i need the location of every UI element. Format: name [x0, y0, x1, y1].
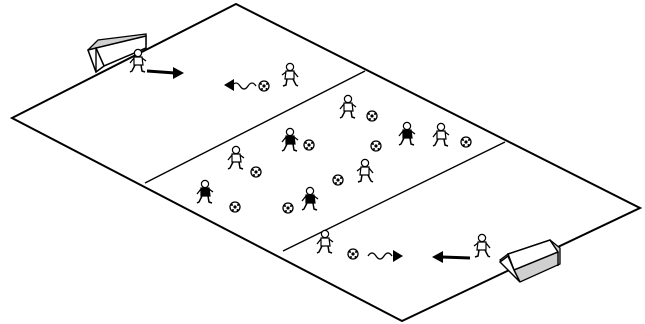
ball-icon — [250, 166, 262, 178]
ball-icon — [303, 139, 315, 151]
zone-divider-bottom — [282, 141, 506, 252]
ball-icon — [332, 174, 344, 186]
ball-icon — [370, 140, 382, 152]
player-icon — [281, 127, 299, 152]
ball-icon — [460, 136, 472, 148]
ball-icon — [282, 202, 294, 214]
player-icon — [356, 158, 374, 183]
goal-icon — [87, 33, 147, 74]
goal-icon — [498, 239, 561, 283]
dribble-path-icon — [367, 250, 403, 262]
player-icon — [281, 62, 299, 87]
players-layer — [129, 48, 491, 258]
player-icon — [129, 48, 147, 73]
player-icon — [339, 94, 357, 119]
pass-arrow-icon — [432, 251, 471, 263]
player-icon — [316, 229, 334, 254]
ball-icon — [366, 110, 378, 122]
player-icon — [432, 122, 450, 147]
balls-layer — [229, 80, 472, 260]
player-icon — [227, 145, 245, 170]
player-icon — [473, 233, 491, 258]
dribble-path-icon — [224, 79, 257, 91]
zone-divider-top — [144, 70, 366, 184]
player-icon — [398, 121, 416, 146]
pass-arrow-icon — [146, 67, 184, 79]
player-icon — [196, 179, 214, 204]
ball-icon — [229, 201, 241, 213]
ball-icon — [347, 248, 359, 260]
player-icon — [301, 186, 319, 211]
ball-icon — [258, 80, 270, 92]
